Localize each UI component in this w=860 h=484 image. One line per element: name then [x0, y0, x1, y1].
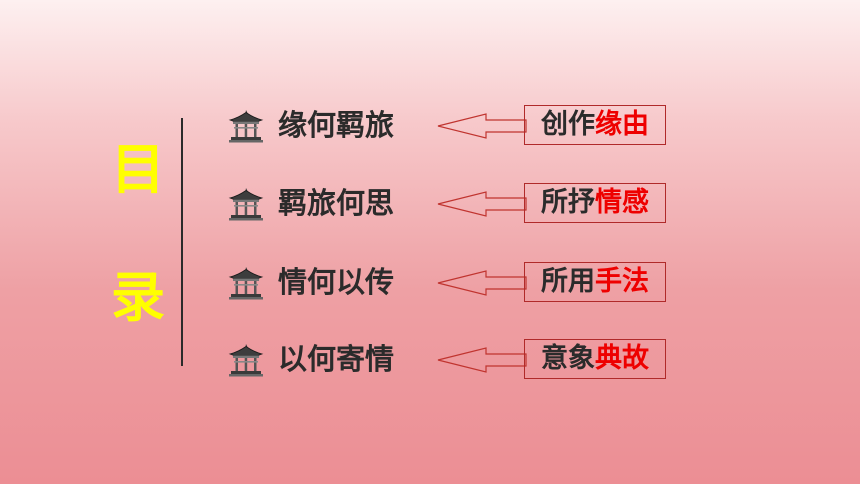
toc-title-char-1: 目: [111, 138, 165, 201]
tag-highlight: 缘由: [595, 109, 649, 140]
toc-item-tag: 所用手法: [524, 262, 666, 302]
toc-item-tag: 意象典故: [524, 339, 666, 379]
divider-line: [181, 118, 183, 366]
toc-title-char-2: 录: [111, 266, 165, 329]
tag-prefix: 所用: [541, 266, 595, 297]
tag-highlight: 手法: [595, 266, 649, 297]
arrow-left-icon: [437, 191, 527, 217]
toc-item-tag: 创作缘由: [524, 105, 666, 145]
tag-prefix: 所抒: [541, 187, 595, 218]
toc-item-3[interactable]: 情何以传 所用手法: [0, 258, 860, 308]
pavilion-icon: [228, 267, 264, 300]
arrow-left-icon: [437, 113, 527, 139]
toc-item-label: 以何寄情: [278, 342, 395, 376]
arrow-left-icon: [437, 347, 527, 373]
toc-item-label: 情何以传: [278, 265, 395, 299]
pavilion-icon: [228, 344, 264, 377]
tag-highlight: 情感: [595, 187, 649, 218]
toc-item-2[interactable]: 羁旅何思 所抒情感: [0, 179, 860, 229]
tag-highlight: 典故: [595, 343, 649, 374]
toc-item-tag: 所抒情感: [524, 183, 666, 223]
pavilion-icon: [228, 188, 264, 221]
toc-item-4[interactable]: 以何寄情 意象典故: [0, 335, 860, 385]
pavilion-icon: [228, 110, 264, 143]
arrow-left-icon: [437, 270, 527, 296]
toc-item-1[interactable]: 缘何羁旅 创作缘由: [0, 101, 860, 151]
tag-prefix: 创作: [541, 109, 595, 140]
tag-prefix: 意象: [541, 343, 595, 374]
toc-item-label: 缘何羁旅: [278, 108, 395, 142]
toc-item-label: 羁旅何思: [278, 186, 395, 220]
